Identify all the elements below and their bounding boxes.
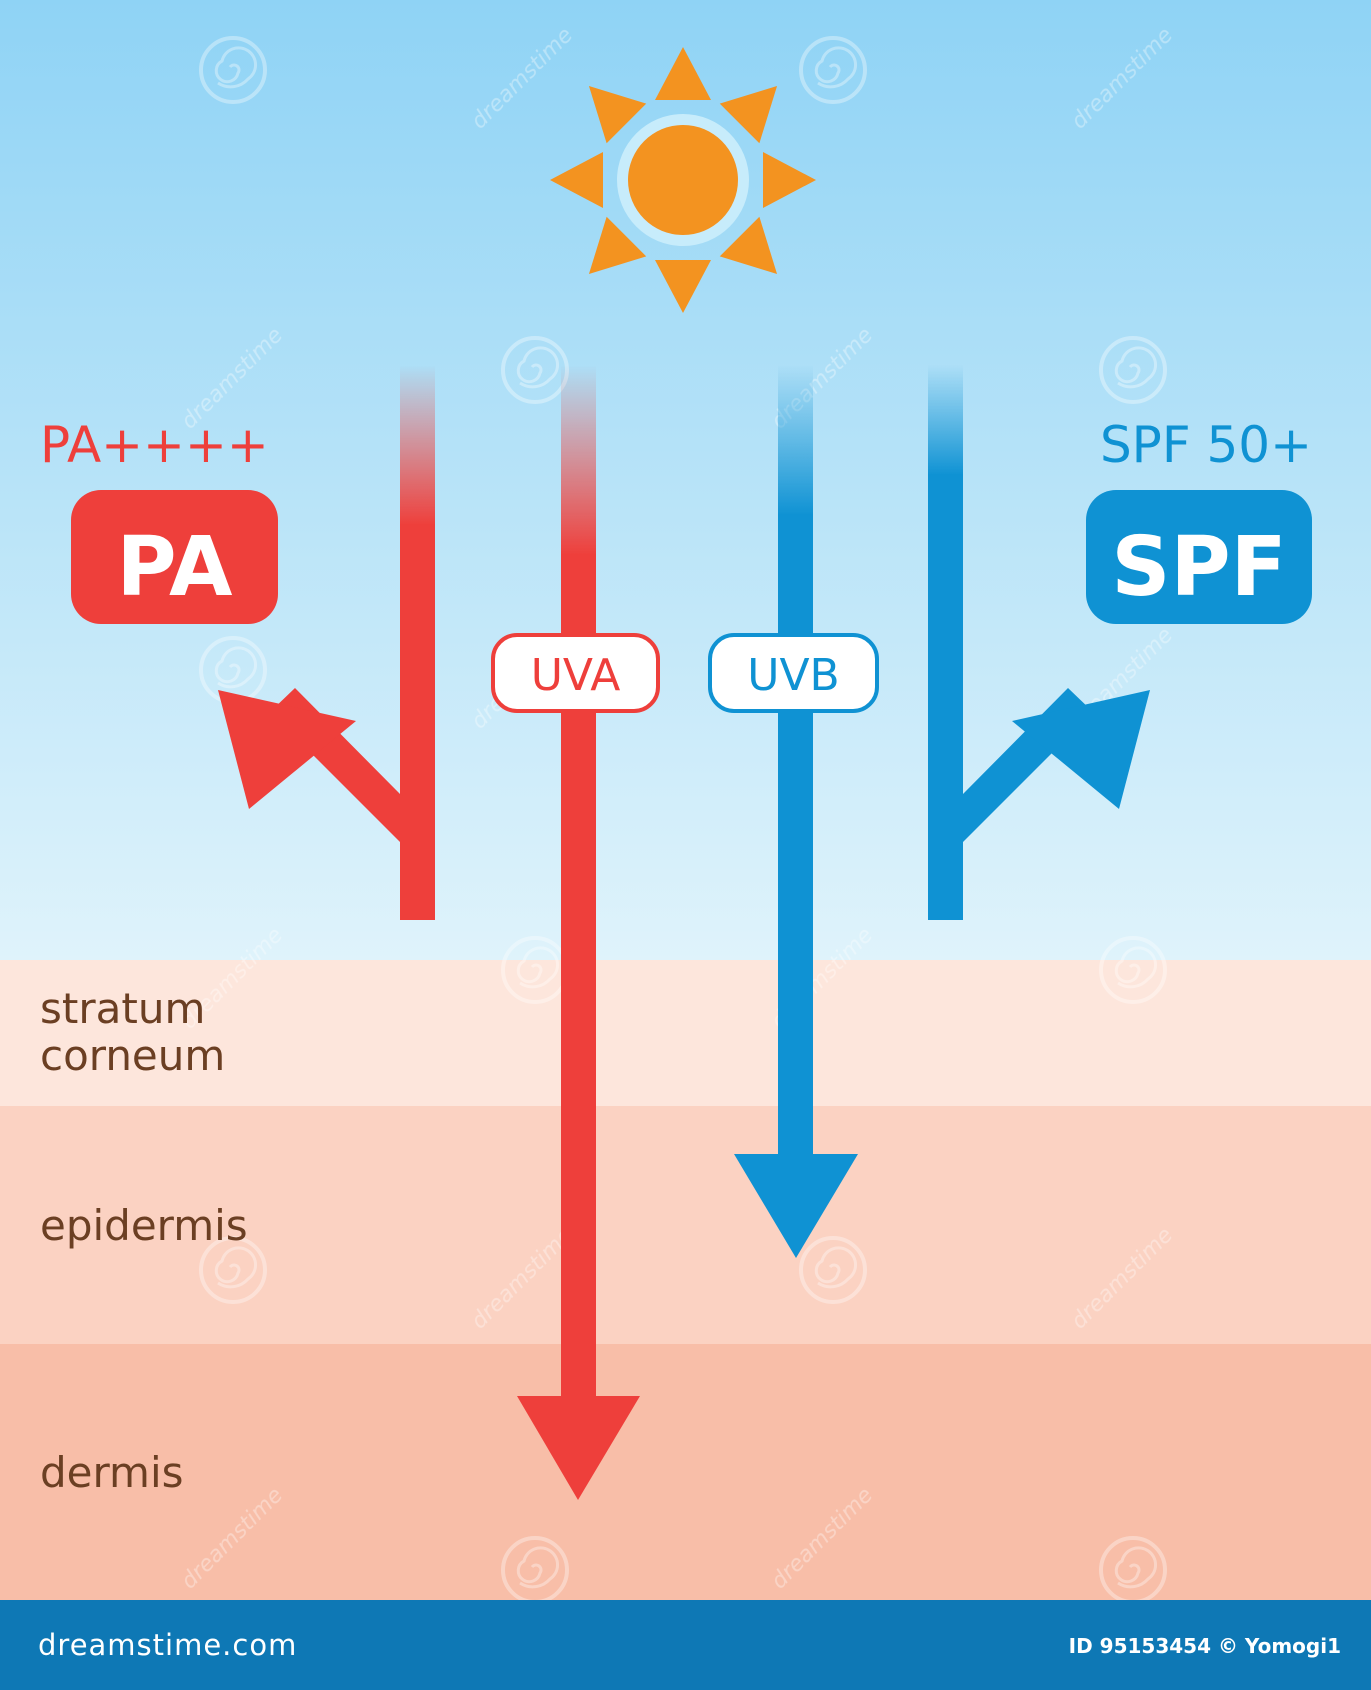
spf-reflected-arrow: [928, 365, 1150, 920]
sun-icon: [550, 47, 816, 313]
pa-badge: PA: [71, 490, 278, 624]
footer-bar: dreamstime.com ID 95153454 © Yomogi1: [0, 1600, 1371, 1690]
uva-badge-label: UVA: [531, 650, 621, 701]
sun-core: [628, 125, 738, 235]
uvb-penetrating-arrow: [734, 365, 858, 1258]
epidermis-label: epidermis: [40, 1201, 248, 1250]
dermis-label: dermis: [40, 1448, 184, 1497]
footer-image-id: ID 95153454 © Yomogi1: [1068, 1634, 1341, 1658]
pa-reflected-arrow: [218, 365, 435, 920]
pa-badge-label: PA: [116, 520, 233, 615]
stratum-label-line2: corneum: [40, 1031, 225, 1080]
uvb-badge: UVB: [708, 633, 879, 713]
spf-badge: SPF: [1086, 490, 1312, 624]
uvb-badge-label: UVB: [747, 650, 840, 701]
sun-rays: [550, 47, 816, 313]
dermis-layer: [0, 1344, 1371, 1600]
uva-badge: UVA: [491, 633, 660, 713]
footer-brand[interactable]: dreamstime.com: [38, 1628, 298, 1662]
epidermis-layer: [0, 1106, 1371, 1344]
pa-rating-label: PA++++: [40, 416, 269, 474]
spf-rating-label: SPF 50+: [1100, 416, 1312, 474]
spf-badge-label: SPF: [1111, 520, 1286, 615]
stratum-label-line1: stratum: [40, 984, 205, 1033]
